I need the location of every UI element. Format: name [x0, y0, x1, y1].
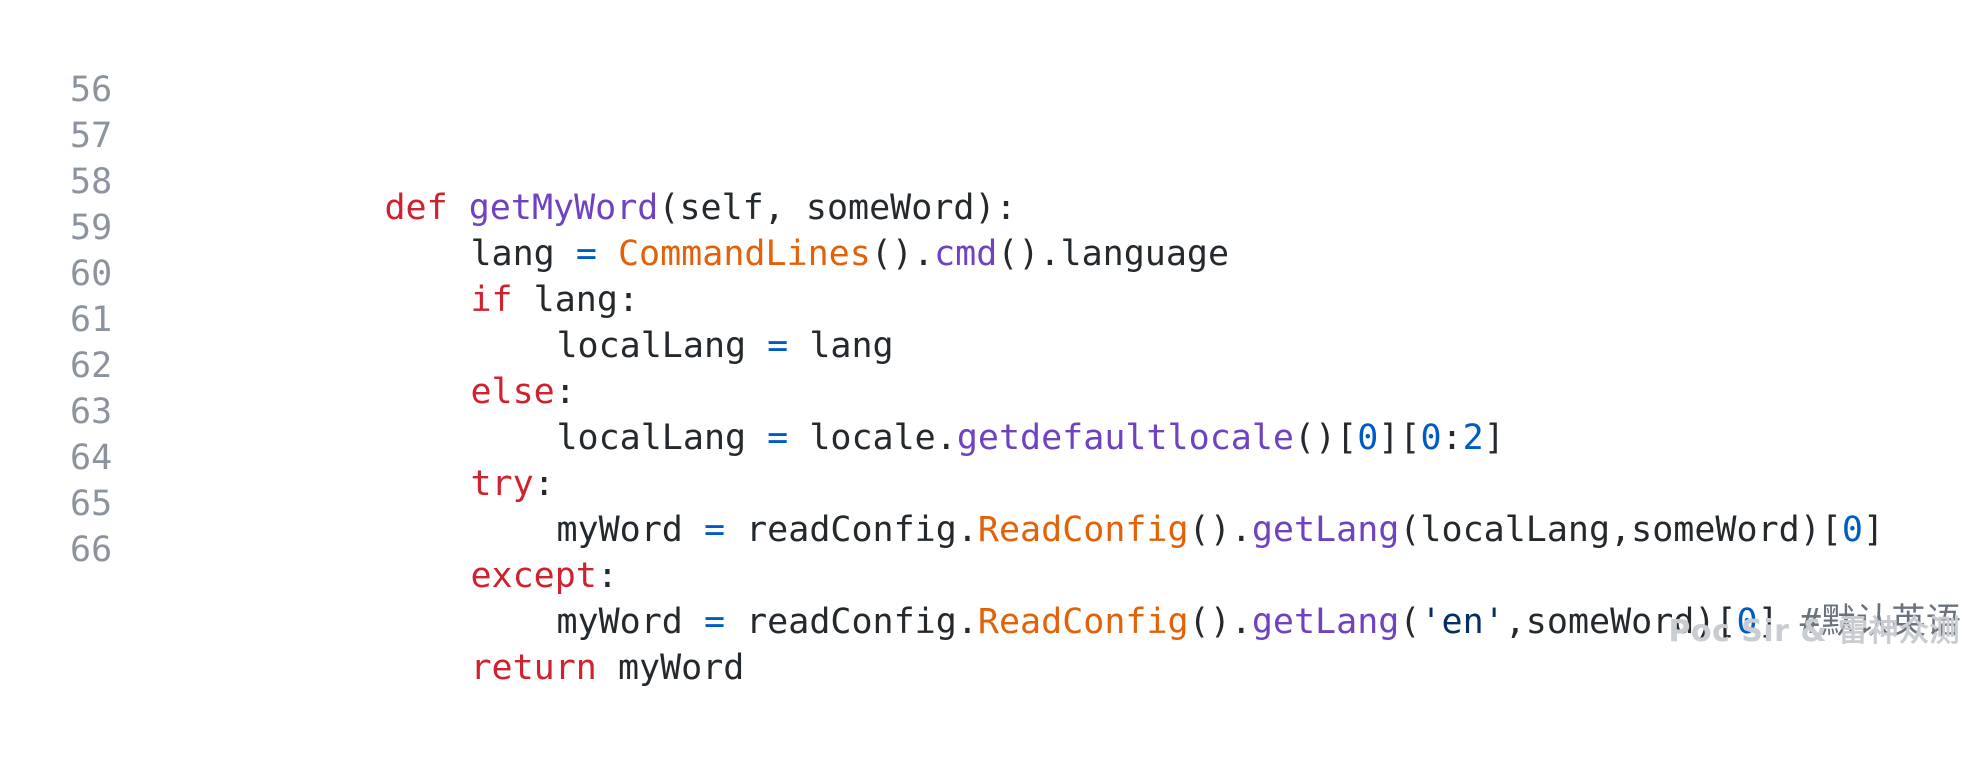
keyword: else: [470, 372, 555, 412]
plain-text: ,someWord)[: [1504, 602, 1737, 642]
code-line-57: 57 lang = CommandLines().cmd().language: [0, 48, 1984, 274]
plain-text: myWord: [556, 602, 683, 642]
code-line-60: 60 else:: [0, 186, 1984, 412]
code-line-65: 65 myWord = readConfig.ReadConfig().getL…: [0, 416, 1984, 642]
keyword: try: [470, 464, 534, 504]
line-code: localLang = lang: [430, 258, 894, 435]
class-name: ReadConfig: [977, 602, 1189, 642]
operator: =: [767, 418, 789, 458]
number-literal: 0: [1736, 602, 1758, 642]
number-literal: 0: [1357, 418, 1379, 458]
plain-text: :: [1441, 418, 1463, 458]
line-code: return myWord: [344, 580, 744, 757]
line-number: 63: [70, 392, 113, 432]
plain-text: :: [596, 556, 618, 596]
plain-text: myWord: [556, 510, 683, 550]
plain-text: ()[: [1293, 418, 1358, 458]
class-name: ReadConfig: [977, 510, 1189, 550]
line-number: 64: [70, 438, 113, 478]
plain-text: lang:: [512, 280, 640, 320]
operator: =: [767, 326, 789, 366]
code-line-59: 59 localLang = lang: [0, 140, 1984, 366]
plain-text: :: [554, 372, 576, 412]
line-code: localLang = locale.getdefaultlocale()[0]…: [430, 350, 1505, 527]
operator: =: [703, 510, 726, 550]
plain-text: ]: [1757, 602, 1800, 642]
plain-text: readConfig.: [725, 510, 978, 550]
line-code: lang = CommandLines().cmd().language: [344, 166, 1229, 343]
line-code: except:: [344, 488, 618, 665]
plain-text: (self, someWord):: [658, 188, 1017, 228]
line-code: if lang:: [344, 212, 639, 389]
plain-text: ().: [1188, 510, 1252, 550]
line-code: def getMyWord(self, someWord):: [258, 120, 1017, 297]
plain-text: ]: [1483, 418, 1505, 458]
string-literal: 'en': [1420, 602, 1505, 642]
code-line-58: 58 if lang:: [0, 94, 1984, 320]
function-name: getMyWord: [468, 188, 659, 228]
function-name: getdefaultlocale: [956, 418, 1294, 458]
keyword: if: [470, 280, 513, 320]
line-number: 65: [70, 484, 113, 524]
function-name: getLang: [1251, 510, 1400, 550]
line-number: 57: [70, 116, 113, 156]
number-literal: 0: [1420, 418, 1442, 458]
function-name: getLang: [1251, 602, 1400, 642]
code-line-62: 62 try:: [0, 278, 1984, 504]
plain-text: myWord: [596, 648, 745, 688]
line-number: 66: [70, 530, 113, 570]
class-name: CommandLines: [617, 234, 871, 274]
plain-text: (localLang,someWord)[: [1399, 510, 1842, 550]
plain-text: readConfig.: [725, 602, 978, 642]
code-view: 56 def getMyWord(self, someWord): 57 lan…: [0, 2, 1984, 688]
comment: #默认英语: [1799, 602, 1961, 642]
number-literal: 2: [1462, 418, 1484, 458]
operator: =: [703, 602, 726, 642]
plain-text: :: [533, 464, 555, 504]
plain-text: localLang: [556, 418, 747, 458]
code-line-66: 66 return myWord: [0, 462, 1984, 688]
watermark: Poc Sir & 雷神众测: [1668, 614, 1960, 649]
plain-text: (: [1399, 602, 1421, 642]
line-number: 56: [70, 70, 113, 110]
plain-text: locale.: [788, 418, 957, 458]
line-code: try:: [344, 396, 555, 573]
line-number: 59: [70, 208, 113, 248]
line-code: myWord = readConfig.ReadConfig().getLang…: [430, 442, 1884, 619]
plain-text: localLang: [556, 326, 747, 366]
keyword: except: [470, 556, 597, 596]
plain-text: ().: [870, 234, 935, 274]
keyword: def: [384, 188, 448, 228]
line-code: myWord = readConfig.ReadConfig().getLang…: [430, 534, 1961, 711]
plain-text: ().: [1188, 602, 1252, 642]
line-code: else:: [344, 304, 576, 481]
code-line-56: 56 def getMyWord(self, someWord):: [0, 2, 1984, 228]
plain-text: ().language: [997, 234, 1230, 274]
plain-text: ]: [1862, 510, 1885, 550]
function-name: cmd: [934, 234, 998, 274]
keyword: return: [470, 648, 597, 688]
code-line-63: 63 myWord = readConfig.ReadConfig().getL…: [0, 324, 1984, 550]
plain-text: lang: [470, 234, 555, 274]
line-number: 62: [70, 346, 113, 386]
code-line-64: 64 except:: [0, 370, 1984, 596]
plain-text: lang: [788, 326, 894, 366]
line-number: 61: [70, 300, 113, 340]
plain-text: ][: [1378, 418, 1421, 458]
code-line-61: 61 localLang = locale.getdefaultlocale()…: [0, 232, 1984, 458]
line-number: 58: [70, 162, 113, 202]
number-literal: 0: [1841, 510, 1863, 550]
operator: =: [575, 234, 597, 274]
line-number: 60: [70, 254, 113, 294]
